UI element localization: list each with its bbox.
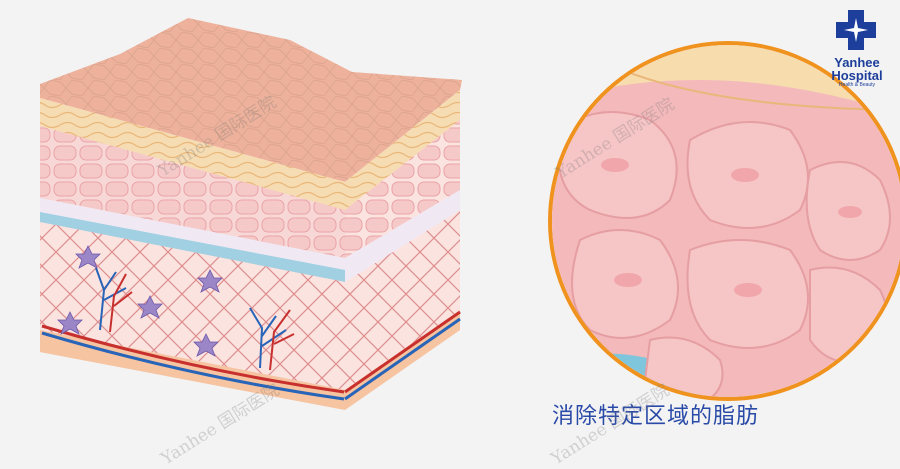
logo-tagline: Health & Beauty [838,82,876,88]
hospital-cross-icon [836,10,876,50]
skin-cross-section-block [40,18,462,410]
skin-front-face [40,98,345,410]
logo-name-line1: Yanhee [834,55,880,70]
skin-illustration [40,10,900,410]
skin-side-face [344,90,461,410]
hospital-logo: Yanhee Hospital Health & Beauty [818,8,896,88]
fat-removal-caption: 消除特定区域的脂肪 [552,404,760,429]
fat-cell-zoom-circle [548,41,900,401]
logo-name-line2: Hospital [831,68,883,83]
